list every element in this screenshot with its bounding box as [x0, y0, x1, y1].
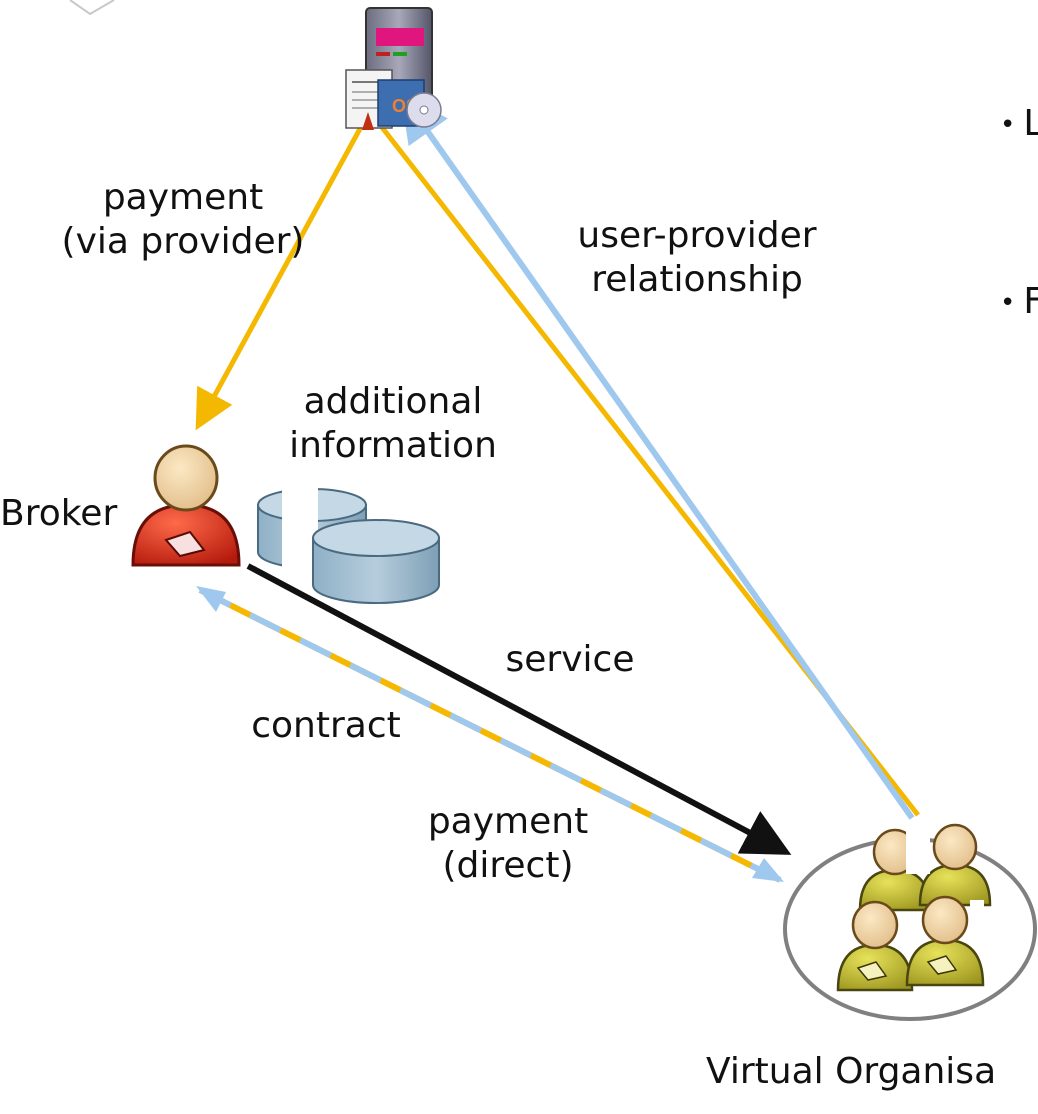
- label-payment-via-provider: payment (via provider): [38, 176, 328, 264]
- arrowhead-vo-payment: [752, 858, 784, 882]
- bullet-item-1: •L: [1000, 102, 1038, 147]
- bullet-dot-2: •: [1000, 288, 1016, 318]
- label-payment-via-provider-line1: payment: [102, 177, 264, 218]
- label-additional-line2: information: [289, 425, 497, 466]
- label-payment-direct-line2: (direct): [442, 845, 574, 886]
- edge-service: [246, 563, 792, 855]
- corner-decoration: [69, 0, 115, 16]
- label-user-provider-relationship: user-provider relationship: [552, 214, 842, 302]
- edge-user-provider-relationship: [400, 93, 915, 820]
- edge-contract-orange: [198, 587, 782, 883]
- label-user-provider-line1: user-provider: [577, 215, 817, 256]
- label-virtual-organisation: Virtual Organisa: [706, 1051, 997, 1092]
- server-icon: OS: [345, 7, 442, 130]
- user-group-icon: [836, 823, 992, 992]
- bullet-dot-1: •: [1000, 110, 1016, 140]
- database-icon: [257, 488, 440, 604]
- broker-person-icon: [131, 444, 241, 567]
- arrowhead-broker: [196, 586, 226, 612]
- edge-payment-via-provider: [195, 112, 371, 431]
- bullet-item-2: •F: [1000, 280, 1038, 325]
- label-user-provider-line2: relationship: [591, 259, 803, 300]
- bullet-text-1: L: [1023, 103, 1038, 144]
- label-service: service: [505, 639, 635, 680]
- label-additional-line1: additional: [303, 381, 483, 422]
- label-broker: Broker: [0, 493, 118, 534]
- label-payment-direct-line1: payment: [427, 801, 589, 842]
- label-additional-information: additional information: [278, 380, 508, 468]
- label-payment-direct: payment (direct): [408, 800, 608, 888]
- bullet-text-2: F: [1023, 281, 1038, 322]
- label-payment-via-provider-line2: (via provider): [61, 221, 305, 262]
- label-contract: contract: [251, 705, 401, 746]
